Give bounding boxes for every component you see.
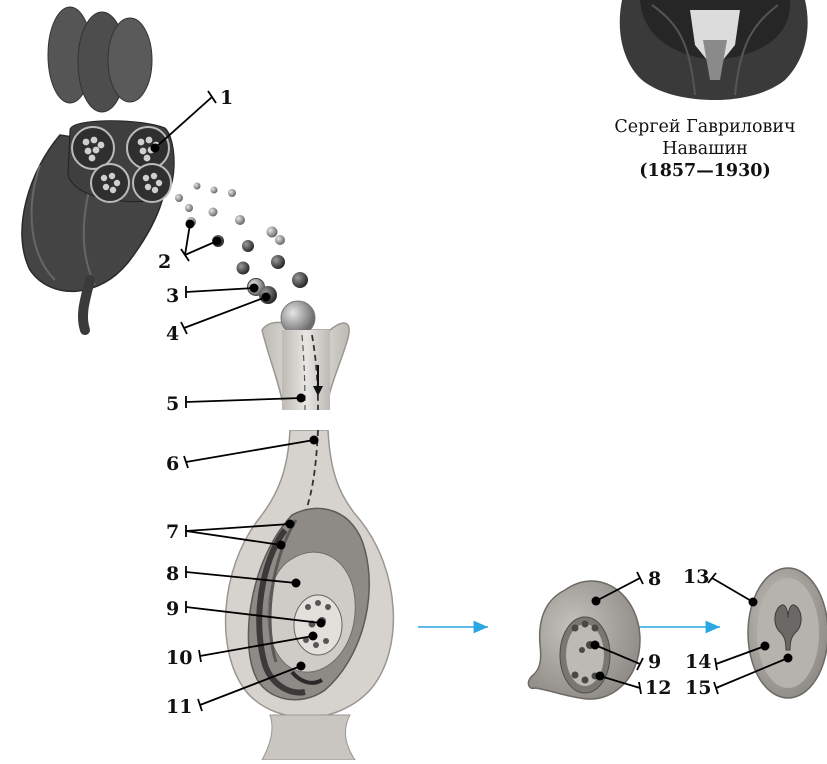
label-8: 8 xyxy=(166,563,179,585)
label-3: 3 xyxy=(166,285,179,307)
label-9: 9 xyxy=(166,598,179,620)
label-5: 5 xyxy=(166,393,179,415)
pollen-grains xyxy=(175,183,308,305)
label-14: 14 xyxy=(685,651,711,673)
label-2: 2 xyxy=(158,251,171,273)
portrait-name-line2: Навашин xyxy=(585,138,825,160)
label-12: 12 xyxy=(645,677,671,699)
portrait-years: (1857—1930) xyxy=(585,160,825,182)
label-15: 15 xyxy=(685,677,711,699)
label-6: 6 xyxy=(166,453,179,475)
portrait-name-line1: Сергей Гаврилович xyxy=(585,116,825,138)
label-1: 1 xyxy=(220,87,233,109)
label-8-right: 8 xyxy=(648,568,661,590)
label-4: 4 xyxy=(166,323,179,345)
portrait-caption: Сергей Гаврилович Навашин (1857—1930) xyxy=(585,116,825,182)
pistil xyxy=(226,301,394,760)
anther xyxy=(22,7,174,330)
label-10: 10 xyxy=(166,647,192,669)
portrait-navashin xyxy=(620,0,808,100)
label-11: 11 xyxy=(166,696,192,718)
anther-cross-section xyxy=(68,121,174,202)
seed-with-embryo xyxy=(748,568,827,698)
fertilized-ovule xyxy=(528,581,640,699)
label-7: 7 xyxy=(166,521,179,543)
label-9-right: 9 xyxy=(648,651,661,673)
label-13: 13 xyxy=(683,566,709,588)
